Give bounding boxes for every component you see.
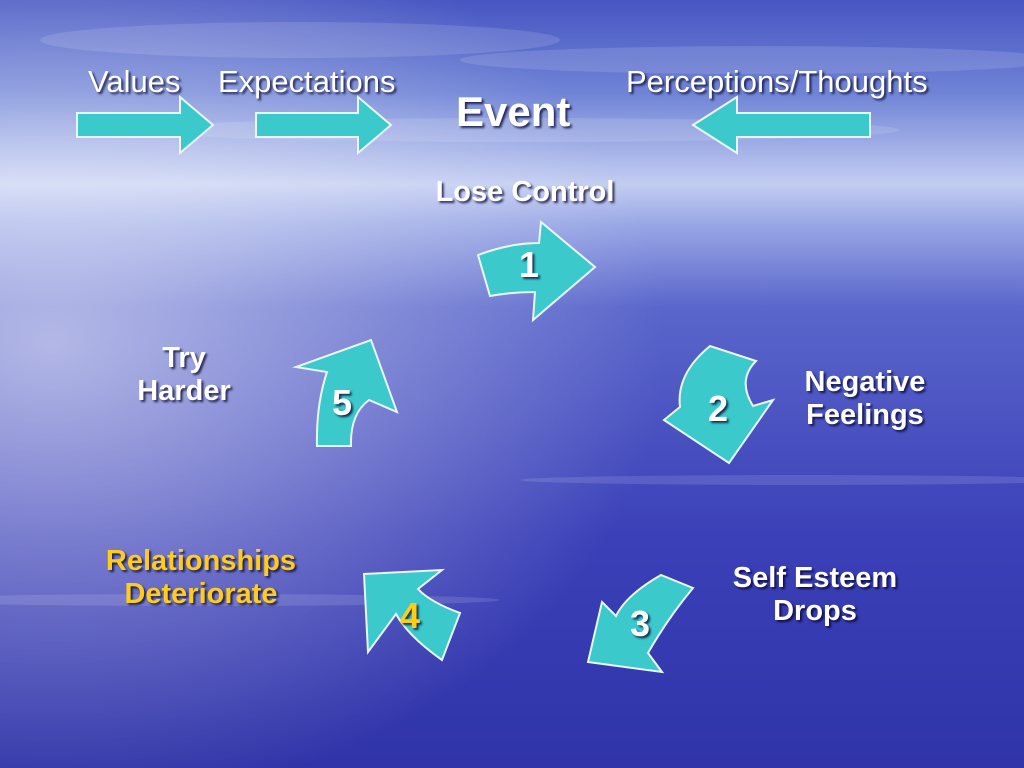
stage-2-line-2: Feelings [806, 399, 924, 431]
stage-5-label: Try Harder [114, 342, 254, 408]
stage-1-number: 1 [518, 244, 540, 285]
stage-5-line-1: Try [162, 342, 206, 374]
stage-1-label: Lose Control [400, 176, 650, 209]
perceptions-arrow [691, 95, 871, 155]
stage-5-number: 5 [331, 382, 353, 423]
stage-4-line-2: Deteriorate [124, 578, 278, 610]
stage-4-label: Relationships Deteriorate [76, 545, 326, 611]
stage-3-label: Self Esteem Drops [700, 562, 930, 628]
stage-5-line-2: Harder [137, 375, 231, 407]
cycle-arrow-1 [476, 220, 597, 323]
stage-3-line-1: Self Esteem [732, 562, 898, 594]
cycle-arrow-3 [586, 573, 695, 674]
stage-2-label: Negative Feelings [770, 366, 960, 432]
event-title: Event [456, 88, 571, 135]
stage-2-number: 2 [707, 388, 729, 429]
values-arrow [76, 94, 215, 156]
cycle-arrow-2 [662, 344, 776, 465]
cycle-arrow-4 [362, 568, 462, 662]
stage-2-line-1: Negative [804, 366, 926, 398]
expectations-arrow [255, 94, 393, 156]
expectations-label: Expectations [218, 64, 396, 99]
perceptions-thoughts-label: Perceptions/Thoughts [626, 64, 928, 99]
stage-4-number: 4 [399, 595, 421, 636]
cycle-arrow-5 [292, 338, 399, 447]
stage-4-line-1: Relationships [105, 545, 297, 577]
stage-3-line-2: Drops [773, 595, 857, 627]
stage-3-number: 3 [629, 603, 651, 644]
stage-1-line-1: Lose Control [435, 176, 615, 208]
values-label: Values [88, 64, 181, 99]
